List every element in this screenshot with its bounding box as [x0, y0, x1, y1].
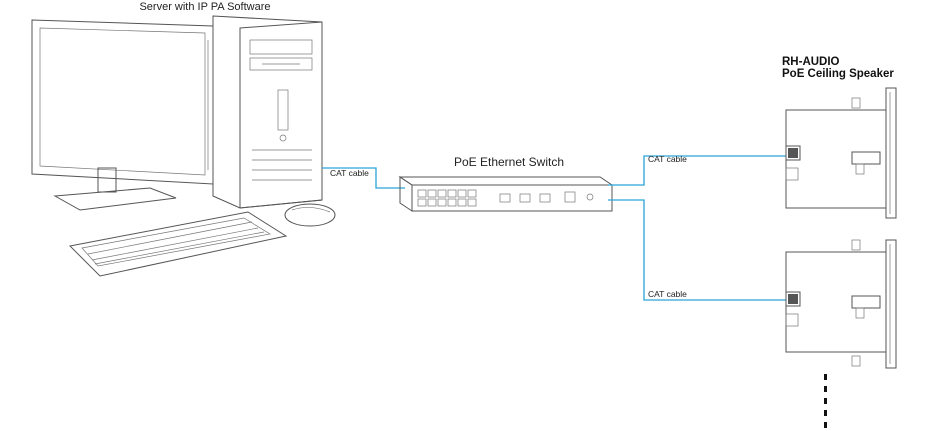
cable-switch-to-speaker-1	[608, 155, 786, 186]
cable-switch-to-speaker-2	[608, 199, 786, 301]
speaker-product: PoE Ceiling Speaker	[782, 68, 894, 80]
poe-switch-icon	[398, 176, 614, 212]
cable-label-speaker-1: CAT cable	[648, 154, 687, 164]
speaker-brand: RH-AUDIO	[782, 56, 840, 68]
cable-label-server-switch: CAT cable	[330, 168, 369, 178]
ceiling-speaker-icon	[785, 239, 897, 369]
ceiling-speaker-icon	[785, 87, 897, 219]
server-label: Server with IP PA Software	[139, 1, 270, 13]
mouse-icon	[284, 203, 336, 227]
continuation-dots	[824, 374, 827, 428]
cable-label-speaker-2: CAT cable	[648, 289, 687, 299]
keyboard-icon	[68, 211, 288, 277]
switch-label: PoE Ethernet Switch	[454, 155, 564, 169]
cable-server-to-switch	[322, 167, 405, 189]
server-tower-icon	[212, 15, 323, 209]
monitor-icon	[31, 19, 214, 211]
